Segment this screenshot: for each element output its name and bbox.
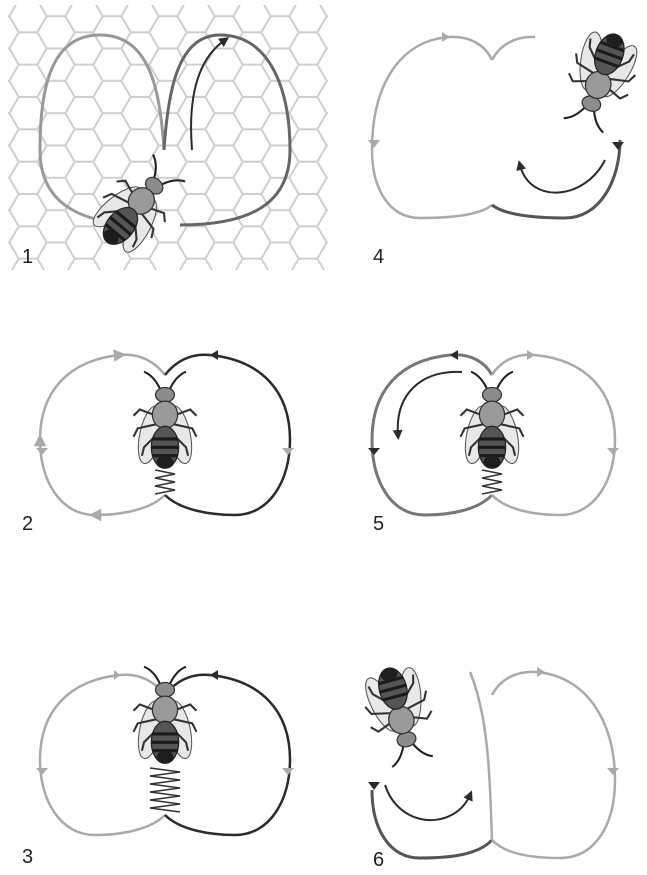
panel-number: 3: [22, 846, 33, 868]
left-loop-path: [372, 790, 492, 858]
panel-number: 4: [373, 246, 384, 268]
direction-arrow: [385, 785, 470, 820]
right-loop-path: [492, 672, 615, 858]
vibration-zigzag: [155, 470, 175, 494]
panel-6: 6: [357, 660, 619, 871]
panel-5: 5: [368, 350, 619, 535]
bee-icon: [357, 660, 443, 770]
vibration-zigzag: [150, 768, 180, 812]
bee-icon: [461, 372, 524, 469]
panel-number: 1: [22, 246, 33, 268]
panel-2: 2: [22, 350, 294, 535]
panel-number: 2: [22, 513, 33, 535]
bee-icon: [134, 667, 197, 764]
right-loop-path: [492, 140, 620, 218]
panel-4: 4: [368, 24, 646, 268]
honeycomb-background: [8, 5, 328, 270]
bee-icon: [554, 24, 646, 136]
left-loop-path: [372, 37, 492, 218]
direction-arrow: [398, 372, 462, 435]
vibration-zigzag: [482, 470, 502, 494]
panel-1: 1: [8, 5, 328, 270]
panel-number: 6: [373, 849, 384, 871]
bee-icon: [134, 372, 197, 469]
panel-number: 5: [373, 513, 384, 535]
direction-arrow: [520, 160, 605, 193]
panel-3: 3: [22, 667, 294, 868]
